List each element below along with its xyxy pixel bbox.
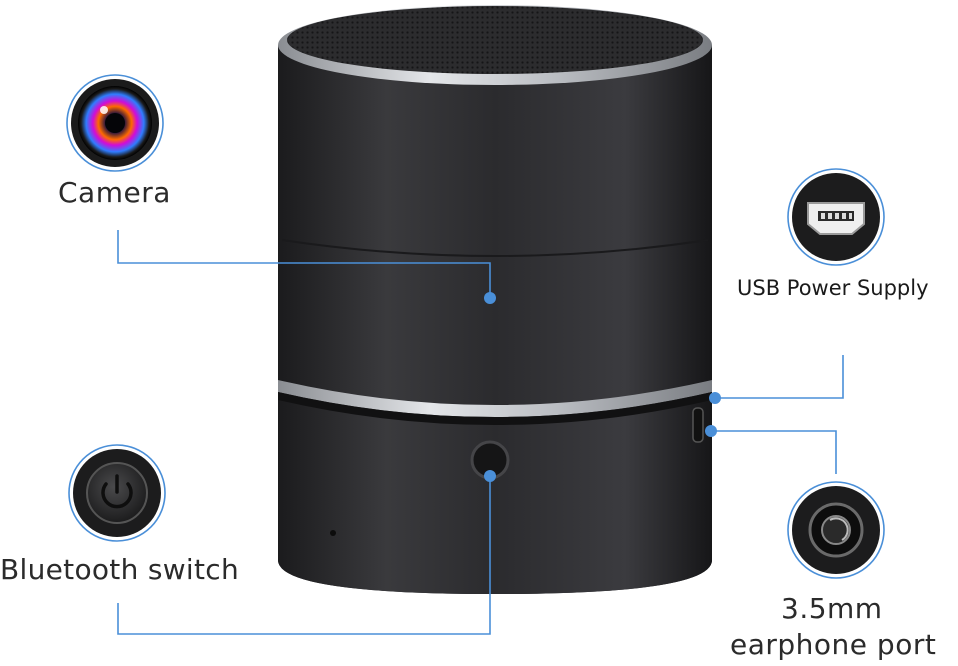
speaker-grille — [287, 6, 703, 74]
bluetooth-leader — [117, 476, 491, 635]
speaker-body — [278, 5, 712, 594]
camera-leader — [117, 230, 491, 298]
camera-lens-icon — [66, 74, 164, 172]
camera-label: Camera — [58, 176, 171, 209]
leader-lines — [117, 230, 844, 635]
earphone-point — [705, 425, 717, 437]
audio-jack-icon — [787, 481, 885, 579]
camera-point — [484, 292, 496, 304]
earphone-port-label-line1: 3.5mm — [781, 592, 883, 625]
mini-usb-port-icon — [787, 168, 885, 266]
bluetooth-switch-label: Bluetooth switch — [0, 553, 240, 586]
earphone-port-label-line2: earphone port — [730, 628, 937, 661]
bluetooth-point — [484, 470, 496, 482]
earphone-leader — [711, 430, 837, 474]
middle-ring — [278, 380, 712, 417]
leader-dots — [484, 292, 721, 482]
mic-hole — [330, 530, 336, 536]
usb-leader — [715, 355, 844, 399]
side-port — [692, 407, 704, 443]
power-button-icon — [68, 444, 166, 542]
usb-point — [709, 392, 721, 404]
usb-power-label: USB Power Supply — [737, 276, 929, 300]
